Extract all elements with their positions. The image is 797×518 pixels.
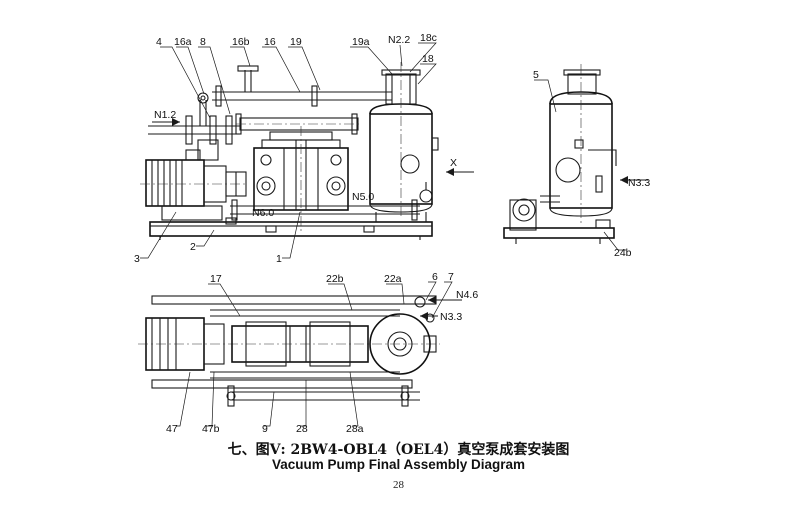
part-label-22b: 22b: [326, 273, 344, 285]
part-label-8: 8: [200, 36, 206, 48]
nozzle-label-n5-0: N5.0: [352, 191, 374, 203]
side-view: [503, 64, 648, 251]
nozzle-label-n6-0: N6.0: [252, 207, 274, 219]
part-label-16: 16: [264, 36, 276, 48]
part-label-1: 1: [276, 253, 282, 265]
part-label-28a: 28a: [346, 423, 364, 435]
view-label-x: X: [450, 157, 457, 169]
part-label-5: 5: [533, 69, 539, 81]
part-label-16b: 16b: [232, 36, 250, 48]
nozzle-label-n3-3-side: N3.3: [628, 177, 650, 189]
page-number: 28: [393, 479, 404, 491]
part-label-47b: 47b: [202, 423, 220, 435]
part-label-4: 4: [156, 36, 162, 48]
part-label-9: 9: [262, 423, 268, 435]
part-label-6: 6: [432, 271, 438, 283]
nozzle-label-n2-2: N2.2: [388, 34, 410, 46]
front-view: [140, 42, 474, 259]
nozzle-label-n1-2: N1.2: [154, 109, 176, 121]
part-label-18c: 18c: [420, 32, 437, 44]
part-label-17: 17: [210, 273, 222, 285]
top-view: [138, 281, 462, 427]
part-label-7: 7: [448, 271, 454, 283]
part-label-19a: 19a: [352, 36, 370, 48]
part-label-24b: 24b: [614, 247, 632, 259]
figure-caption-english: Vacuum Pump Final Assembly Diagram: [271, 457, 526, 472]
part-label-47: 47: [166, 423, 178, 435]
part-label-22a: 22a: [384, 273, 402, 285]
figure-caption-chinese: 七、图Ⅴ: 2BW4-OBL4（OEL4）真空泵成套安装图: [227, 442, 570, 458]
part-label-2: 2: [190, 241, 196, 253]
part-label-28: 28: [296, 423, 308, 435]
part-label-16a: 16a: [174, 36, 192, 48]
part-label-19: 19: [290, 36, 302, 48]
part-label-18: 18: [422, 53, 434, 65]
nozzle-label-n4-6: N4.6: [456, 289, 478, 301]
nozzle-label-n3-3-top: N3.3: [440, 311, 462, 323]
part-label-3: 3: [134, 253, 140, 265]
